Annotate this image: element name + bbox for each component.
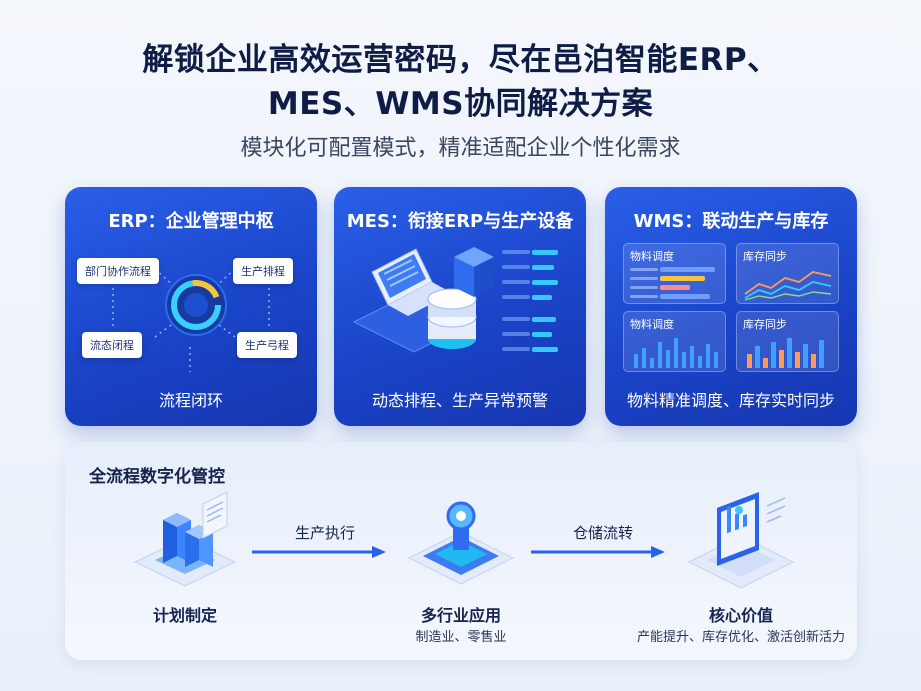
erp-card-title: ERP：企业管理中枢 [108, 211, 274, 232]
planning-icon [133, 491, 237, 587]
erp-hub-diagram [112, 268, 270, 372]
erp-node-production-schedule: 生产排程 [233, 258, 293, 284]
erp-card: ERP：企业管理中枢 部门协作流程 生产排程 流态闭程 生产⼸程 流程闭环 [65, 187, 317, 426]
page-title: 解锁企业高效运营密码，尽在邑泊智能ERP、 MES、WMS协同解决方案 [0, 38, 921, 126]
wms-panel-label: 物料调度 [630, 250, 674, 263]
flow-panel: 全流程数字化管控 计划制定 生产执行 多行业应用 制造业、零售业 仓储流转 [65, 442, 857, 660]
device-tower-icon [454, 247, 494, 297]
laptop-icon [371, 248, 452, 316]
erp-card-footer: 流程闭环 [158, 391, 223, 410]
right-arrow-icon [252, 546, 386, 558]
flow-panel-title: 全流程数字化管控 [89, 467, 225, 487]
wms-panel-label: 库存同步 [743, 318, 787, 331]
core-value-icon [687, 492, 795, 589]
right-arrow-icon [531, 546, 665, 558]
status-bars [502, 250, 558, 352]
wms-card-title: WMS：联动生产与库存 [633, 211, 829, 232]
material-bars-icon [630, 267, 715, 299]
wms-card: WMS：联动生产与库存 物料调度 库存同步 物料调度 库存同 [605, 187, 857, 426]
flow-step-core-value-sub: 产能提升、库存优化、激活创新活力 [636, 630, 845, 645]
multi-industry-icon [407, 501, 515, 585]
wms-panel-inventory-1: 库存同步 [736, 243, 839, 304]
mes-card: MES：衔接ERP与生产设备 [334, 187, 586, 426]
inventory-columns-icon [747, 338, 824, 368]
ring-cyan-icon [171, 280, 221, 330]
mes-card-footer: 动态排程、生产异常预警 [371, 391, 548, 410]
material-columns-icon [634, 338, 718, 368]
wms-panel-label: 库存同步 [743, 250, 787, 263]
wms-panel-material-1: 物料调度 [623, 243, 726, 304]
erp-node-dept-flow: 部门协作流程 [77, 258, 159, 284]
wms-panel-inventory-2: 库存同步 [736, 311, 839, 372]
wms-card-footer: 物料精准调度、库存实时同步 [626, 391, 835, 410]
flow-arrow-label-production: 生产执行 [294, 524, 355, 542]
monitor-icon [717, 492, 759, 566]
title-line-1: 解锁企业高效运营密码，尽在邑泊智能ERP、 [142, 42, 779, 78]
flow-step-industries-sub: 制造业、零售业 [415, 630, 507, 645]
erp-node-production-process: 生产⼸程 [237, 332, 297, 358]
wms-panel-material-2: 物料调度 [623, 311, 726, 372]
page-subtitle: 模块化可配置模式，精准适配企业个性化需求 [240, 136, 681, 161]
flow-step-plan: 计划制定 [152, 606, 217, 625]
wms-panel-label: 物料调度 [630, 318, 674, 331]
mes-isometric-illustration [352, 247, 558, 353]
flow-step-industries: 多行业应用 [420, 606, 501, 625]
flow-step-core-value: 核心价值 [708, 606, 773, 625]
inventory-line-chart-icon [744, 271, 832, 301]
location-pin-icon [446, 501, 476, 550]
mes-card-title: MES：衔接ERP与生产设备 [346, 211, 574, 232]
erp-node-flow-closed: 流态闭程 [82, 332, 142, 358]
ring-yellow-icon [171, 280, 221, 330]
title-line-2: MES、WMS协同解决方案 [267, 86, 654, 122]
server-icon [427, 288, 477, 349]
flow-arrow-label-warehouse: 仓储流转 [572, 524, 633, 542]
